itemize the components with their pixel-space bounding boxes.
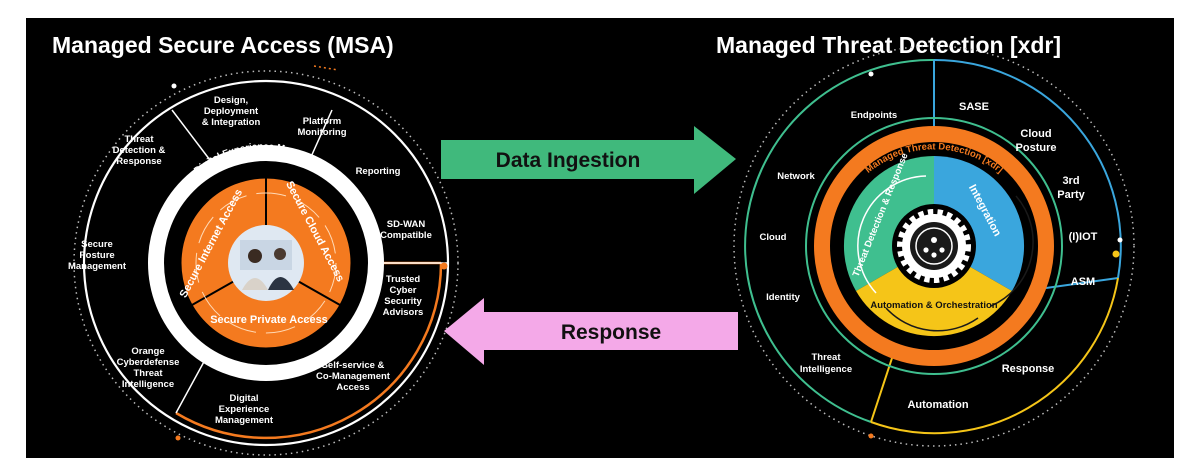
svg-text:SD-WAN: SD-WAN (387, 219, 426, 230)
label-reporting: Reporting (356, 166, 401, 177)
svg-text:Management: Management (68, 261, 127, 272)
label-identity: Identity (766, 292, 800, 303)
label-selfservice: Self-service & Co-Management Access (316, 360, 391, 393)
svg-text:Self-service &: Self-service & (322, 360, 385, 371)
svg-text:Cyberdefense: Cyberdefense (117, 357, 180, 368)
svg-text:& Integration: & Integration (202, 117, 261, 128)
label-network: Network (777, 171, 815, 182)
svg-text:Party: Party (1057, 189, 1085, 201)
data-ingestion-label: Data Ingestion (496, 149, 641, 172)
label-design: Design, Deployment & Integration (202, 95, 261, 128)
core-label-private: Secure Private Access (210, 314, 328, 326)
label-sdwan: SD-WAN Compatible (380, 219, 432, 241)
svg-text:Detection &: Detection & (113, 145, 166, 156)
response-label: Response (561, 321, 661, 344)
svg-text:Advisors: Advisors (383, 307, 424, 318)
data-ingestion-arrow: Data Ingestion (441, 126, 736, 194)
svg-text:Response: Response (116, 156, 161, 167)
svg-text:Threat: Threat (811, 352, 841, 363)
label-dem: Digital Experience Management (215, 393, 274, 426)
response-arrow: Response (444, 298, 738, 365)
svg-text:Posture: Posture (79, 250, 114, 261)
svg-text:Trusted: Trusted (386, 274, 421, 285)
label-cloud-posture: Cloud Posture (1016, 128, 1057, 154)
svg-text:Experience: Experience (219, 404, 270, 415)
label-orange-cti: Orange Cyberdefense Threat Intelligence (117, 346, 180, 390)
label-3rd-party: 3rd Party (1057, 175, 1085, 201)
svg-text:Intelligence: Intelligence (800, 364, 852, 375)
label-platform: Platform Monitoring (297, 116, 346, 138)
label-threat-intelligence: Threat Intelligence (800, 352, 852, 375)
svg-text:Access: Access (336, 382, 369, 393)
left-title: Managed Secure Access (MSA) (52, 32, 394, 58)
label-response: Response (1002, 363, 1055, 375)
svg-text:Compatible: Compatible (380, 230, 432, 241)
label-automation: Automation (907, 399, 968, 411)
svg-text:Secure: Secure (81, 239, 113, 250)
svg-text:Co-Management: Co-Management (316, 371, 391, 382)
segment-label-automation: Automation & Orchestration (870, 300, 997, 311)
svg-text:Orange: Orange (131, 346, 164, 357)
diagram-canvas: Managed Secure Access (MSA) Managed Thre… (26, 18, 1174, 458)
msa-diagram (73, 65, 459, 456)
xdr-diagram (733, 45, 1135, 447)
svg-text:Threat: Threat (133, 368, 163, 379)
svg-text:Cloud: Cloud (1020, 128, 1051, 140)
svg-text:Design,: Design, (214, 95, 248, 106)
label-iiot: (I)IOT (1069, 231, 1098, 243)
people-group-icon (915, 227, 953, 265)
label-posture: Secure Posture Management (68, 239, 127, 272)
svg-text:Posture: Posture (1016, 142, 1057, 154)
right-title: Managed Threat Detection [xdr] (716, 32, 1061, 58)
label-endpoints: Endpoints (851, 110, 897, 121)
svg-text:Threat: Threat (124, 134, 154, 145)
label-tdr: Threat Detection & Response (113, 134, 166, 167)
label-asm: ASM (1071, 276, 1095, 288)
svg-text:Platform: Platform (303, 116, 342, 127)
svg-text:Intelligence: Intelligence (122, 379, 174, 390)
label-trusted: Trusted Cyber Security Advisors (383, 274, 424, 318)
label-cloud: Cloud (760, 232, 787, 243)
label-sase: SASE (959, 101, 989, 113)
svg-text:Deployment: Deployment (204, 106, 259, 117)
svg-text:Digital: Digital (229, 393, 258, 404)
svg-text:Monitoring: Monitoring (297, 127, 346, 138)
svg-text:3rd: 3rd (1062, 175, 1079, 187)
svg-text:Management: Management (215, 415, 274, 426)
svg-text:Security: Security (384, 296, 422, 307)
svg-text:Cyber: Cyber (390, 285, 417, 296)
